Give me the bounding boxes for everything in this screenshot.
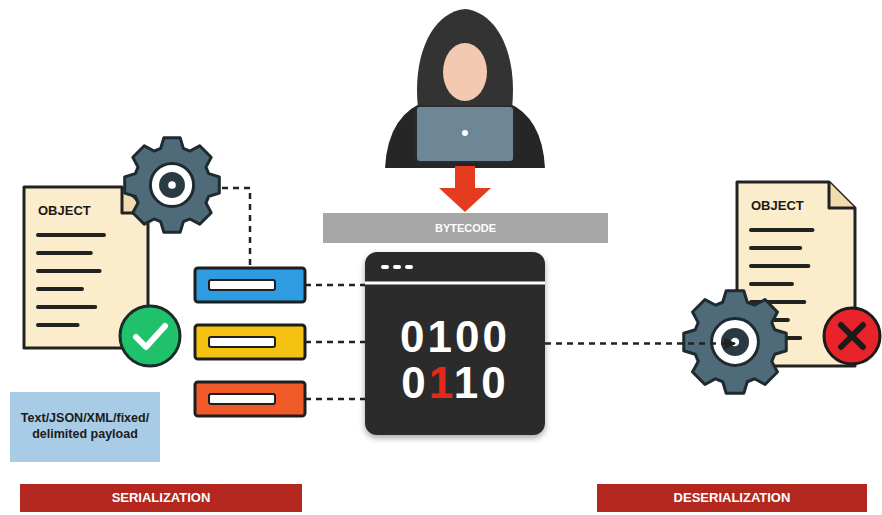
document-line <box>38 269 100 273</box>
banner-label: DESERIALIZATION <box>674 484 791 512</box>
cross-mark <box>841 325 863 347</box>
dashed-wire <box>305 398 365 401</box>
dashed-wire <box>305 341 365 344</box>
bytecode-band: BYTECODE <box>323 213 608 243</box>
success-badge <box>120 306 180 366</box>
field-blocks <box>195 268 305 416</box>
payload-box: Text/JSON/XML/fixed/delimited payload <box>10 392 160 462</box>
field-block-slot <box>209 394 275 404</box>
document-line <box>38 251 91 255</box>
gear-hub <box>159 172 185 198</box>
document-line <box>751 228 813 232</box>
box-label: OBJECT <box>38 203 91 218</box>
gear-ring <box>712 319 759 366</box>
stage-banner: SERIALIZATION <box>20 484 302 512</box>
field-block-slot <box>209 337 275 347</box>
hacker-face <box>443 43 487 101</box>
hacker-figure <box>385 9 545 168</box>
binary-digit: 1 <box>454 358 481 407</box>
attack-arrow <box>439 166 491 212</box>
field-block <box>195 325 305 359</box>
check-mark <box>136 326 165 347</box>
field-block <box>195 268 305 302</box>
success-circle <box>120 306 180 366</box>
box-label: BYTECODE <box>435 213 496 243</box>
document-line <box>751 282 792 286</box>
hacker-shoulders <box>385 100 545 168</box>
failure-badge <box>824 308 880 364</box>
laptop-logo <box>462 130 468 136</box>
gear-body <box>684 291 787 394</box>
titlebar-divider <box>365 282 545 285</box>
document-line <box>751 264 808 268</box>
stage-banner: DESERIALIZATION <box>597 484 867 512</box>
box-label: OBJECT <box>751 198 804 213</box>
banner-label: SERIALIZATION <box>112 484 211 512</box>
document-line <box>38 305 95 309</box>
document-line <box>38 287 82 291</box>
gear-icon <box>125 138 220 233</box>
field-block-slot <box>209 280 275 290</box>
gear-icon <box>684 291 787 394</box>
dashed-wire <box>305 284 365 287</box>
binary-digits: 0110 <box>365 360 545 406</box>
document-line <box>38 233 104 237</box>
document-line <box>38 323 78 327</box>
hacker-hood <box>417 9 513 108</box>
document-fold <box>829 182 855 208</box>
laptop <box>416 106 514 162</box>
titlebar-dot <box>405 265 413 269</box>
field-block <box>195 382 305 416</box>
dashed-wire <box>222 188 250 268</box>
binary-digit: 1 <box>429 358 454 407</box>
gear-body <box>125 138 220 233</box>
titlebar-dot <box>381 265 389 269</box>
gear-ring <box>150 163 193 206</box>
window-titlebar <box>365 252 545 292</box>
gear-axle <box>168 181 176 189</box>
titlebar-dot <box>393 265 401 269</box>
bytecode-window: 01000110 <box>365 252 545 435</box>
failure-circle <box>824 308 880 364</box>
gear-axle <box>731 338 739 346</box>
box-label: Text/JSON/XML/fixed/delimited payload <box>20 411 150 442</box>
document-line <box>751 246 800 250</box>
attack-arrow-head <box>439 188 491 212</box>
binary-digit: 0 <box>401 358 428 407</box>
binary-digit: 0 <box>481 358 508 407</box>
gear-hub <box>721 328 749 356</box>
binary-digits: 0100 <box>365 314 545 360</box>
attack-arrow-shaft <box>455 166 475 190</box>
flow-arrow <box>545 342 735 345</box>
